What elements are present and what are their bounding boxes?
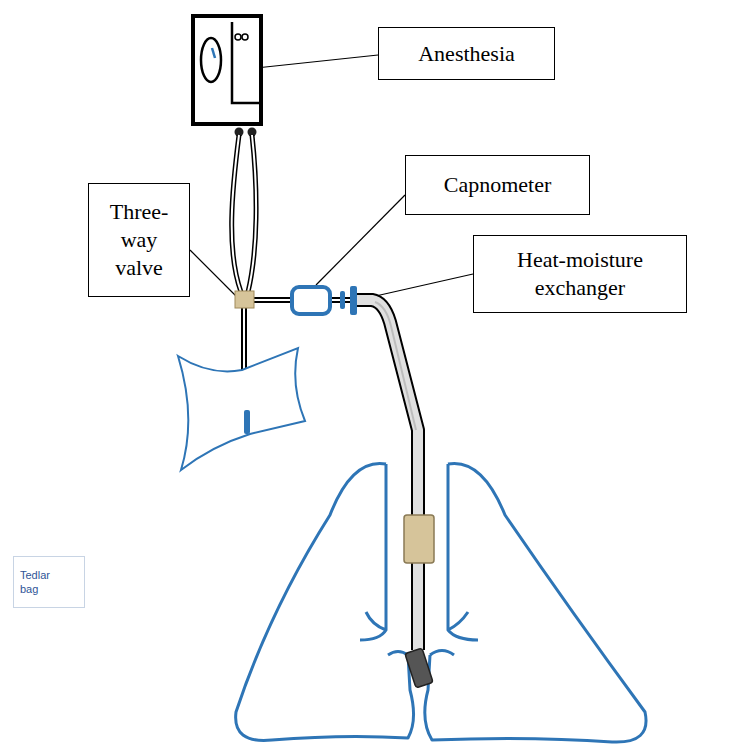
label-box: Capnometer bbox=[405, 155, 590, 215]
label-text: Tedlar bag bbox=[20, 568, 60, 596]
label-text: Heat-moisture exchanger bbox=[490, 246, 670, 302]
label-text: Three- way valve bbox=[104, 198, 174, 282]
anesthesia-machine bbox=[193, 16, 261, 137]
lungs-outline bbox=[236, 463, 646, 742]
valve-symbol bbox=[235, 291, 254, 308]
tedlar-bag-symbol bbox=[178, 348, 305, 470]
label-box: Three- way valve bbox=[88, 183, 190, 297]
label-text: Anesthesia bbox=[418, 40, 515, 68]
label-box: Anesthesia bbox=[378, 27, 555, 80]
label-box: Heat-moisture exchanger bbox=[473, 235, 687, 313]
label-text: Capnometer bbox=[444, 171, 552, 199]
hme-symbol bbox=[340, 286, 357, 315]
label-box: Tedlar bag bbox=[13, 556, 85, 608]
endotracheal-tube bbox=[357, 300, 434, 688]
capnometer-symbol bbox=[292, 287, 330, 314]
